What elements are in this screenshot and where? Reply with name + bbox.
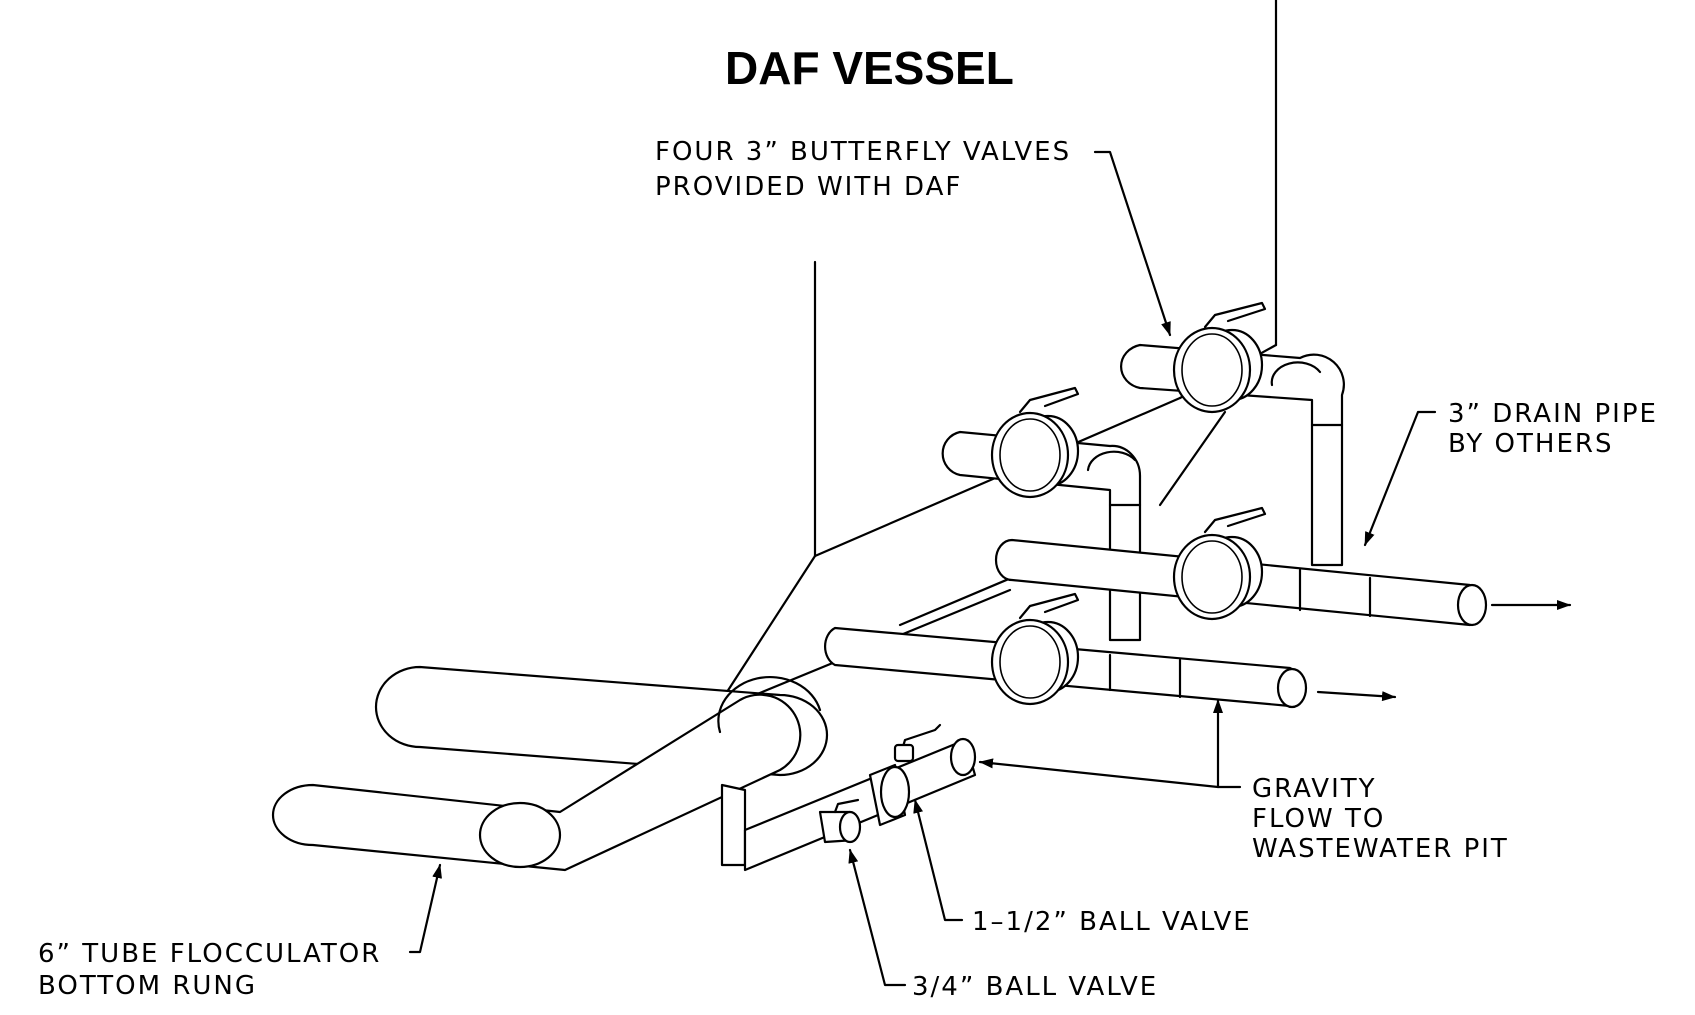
butterfly-valves-label-line2: PROVIDED WITH DAF [655,172,962,202]
butterfly-valve-assembly-lower-left [824,592,1397,709]
butterfly-valve-assembly-upper-left [941,386,1142,642]
small-ball-valve-label: 3/4” BALL VALVE [912,972,1158,1002]
flocculator-label-line2: BOTTOM RUNG [38,971,257,1001]
drain-pipe-label-line1: 3” DRAIN PIPE [1448,399,1658,429]
large-ball-valve-label: 1–1/2” BALL VALVE [972,907,1252,937]
tube-flocculator [271,665,829,872]
flocculator-label-line1: 6” TUBE FLOCCULATOR [38,939,381,969]
gravity-flow-label-line1: GRAVITY [1252,774,1377,804]
butterfly-valve-assembly-lower-right [994,506,1572,627]
flocculator-drain-piping [720,723,977,872]
gravity-flow-label-line3: WASTEWATER PIT [1252,834,1509,864]
leader-lines [408,150,1437,987]
gravity-flow-label-line2: FLOW TO [1252,804,1385,834]
drain-pipe-label-line2: BY OTHERS [1448,429,1613,459]
diagram-title: DAF VESSEL [725,42,1014,94]
butterfly-valves-label-line1: FOUR 3” BUTTERFLY VALVES [655,137,1071,167]
butterfly-valve-assembly-upper-right [1119,301,1345,567]
